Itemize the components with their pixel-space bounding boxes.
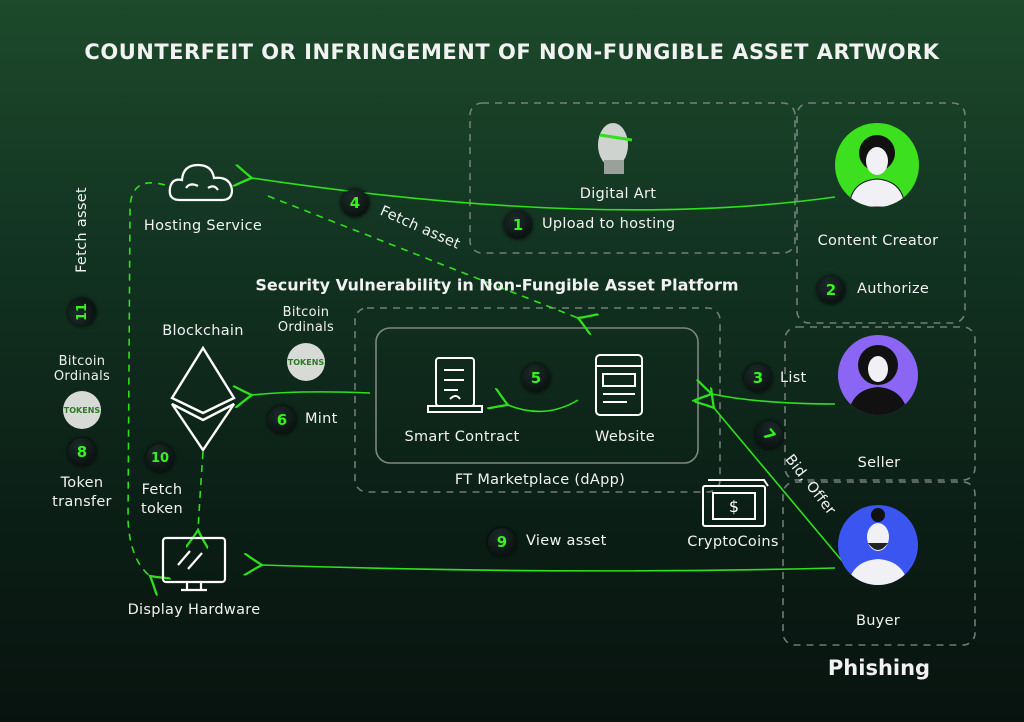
blockchain-icon <box>170 345 236 453</box>
page-title: COUNTERFEIT OR INFRINGEMENT OF NON-FUNGI… <box>84 40 940 64</box>
crypto-coins-label: CryptoCoins <box>687 534 779 550</box>
tokens-icon: TOKENS <box>63 391 101 429</box>
seller-zone <box>784 326 976 481</box>
website-label: Website <box>595 429 655 445</box>
display-hardware-icon <box>161 536 227 592</box>
arrow-fetch-asset <box>267 195 578 318</box>
step-badge-10: 10 <box>146 444 174 472</box>
smart-contract-icon <box>427 357 483 413</box>
step-badge-11: 11 <box>68 298 96 326</box>
buyer-zone <box>782 481 976 646</box>
website-icon <box>595 354 643 416</box>
step-label-8: Token transfer <box>52 475 112 510</box>
arrow-fetch-asset-11 <box>127 182 165 576</box>
section-heading: Security Vulnerability in Non-Fungible A… <box>255 275 739 295</box>
marketplace-zone <box>354 307 721 493</box>
step-badge-9: 9 <box>488 528 516 556</box>
seller-label: Seller <box>857 455 901 471</box>
step-badge-1: 1 <box>504 211 532 239</box>
content-creator-avatar <box>835 123 919 207</box>
buyer-avatar <box>838 505 918 585</box>
arrow-upload <box>252 178 836 211</box>
marketplace-label: FT Marketplace (dApp) <box>454 472 626 488</box>
arrow-contract <box>508 400 579 413</box>
content-creator-label: Content Creator <box>817 233 939 249</box>
step-label-9: View asset <box>526 533 607 549</box>
step-badge-2: 2 <box>817 276 845 304</box>
step-label-10: Fetch token <box>140 482 184 517</box>
step-badge-3: 3 <box>744 364 772 392</box>
step-badge-5: 5 <box>522 364 550 392</box>
tokens-icon: TOKENS <box>287 343 325 381</box>
step-label-2: Authorize <box>857 281 930 297</box>
step-badge-4: 4 <box>341 189 369 217</box>
crypto-coins-icon: $ <box>702 479 769 527</box>
arrow-list <box>712 394 836 405</box>
ordinals-label-top: Bitcoin Ordinals <box>277 305 335 335</box>
ordinals-label-left: Bitcoin Ordinals <box>53 354 111 384</box>
arrow-view-asset <box>262 565 836 571</box>
smart-contract-label: Smart Contract <box>404 429 520 445</box>
buyer-label: Buyer <box>855 613 901 629</box>
digital-art-zone <box>469 102 796 254</box>
step-label-6: Mint <box>305 411 338 427</box>
step-badge-6: 6 <box>268 406 296 434</box>
phishing-label: Phishing <box>827 656 931 680</box>
step-label-1: Upload to hosting <box>542 216 676 232</box>
display-hardware-label: Display Hardware <box>127 602 261 618</box>
digital-art-statue-icon <box>598 123 633 174</box>
step-badge-8: 8 <box>68 438 96 466</box>
svg-text:$: $ <box>729 497 739 516</box>
seller-avatar <box>838 335 918 415</box>
step-label-11: Fetch asset <box>74 187 90 273</box>
creator-zone <box>796 102 966 324</box>
step-label-3: List <box>780 370 807 386</box>
arrow-bid <box>714 408 844 563</box>
arrow-fetch-token <box>198 451 203 530</box>
cloud-icon <box>168 163 234 202</box>
hosting-service-label: Hosting Service <box>143 218 263 234</box>
digital-art-label: Digital Art <box>579 186 657 202</box>
arrow-mint <box>252 392 371 395</box>
blockchain-label: Blockchain <box>162 323 244 339</box>
